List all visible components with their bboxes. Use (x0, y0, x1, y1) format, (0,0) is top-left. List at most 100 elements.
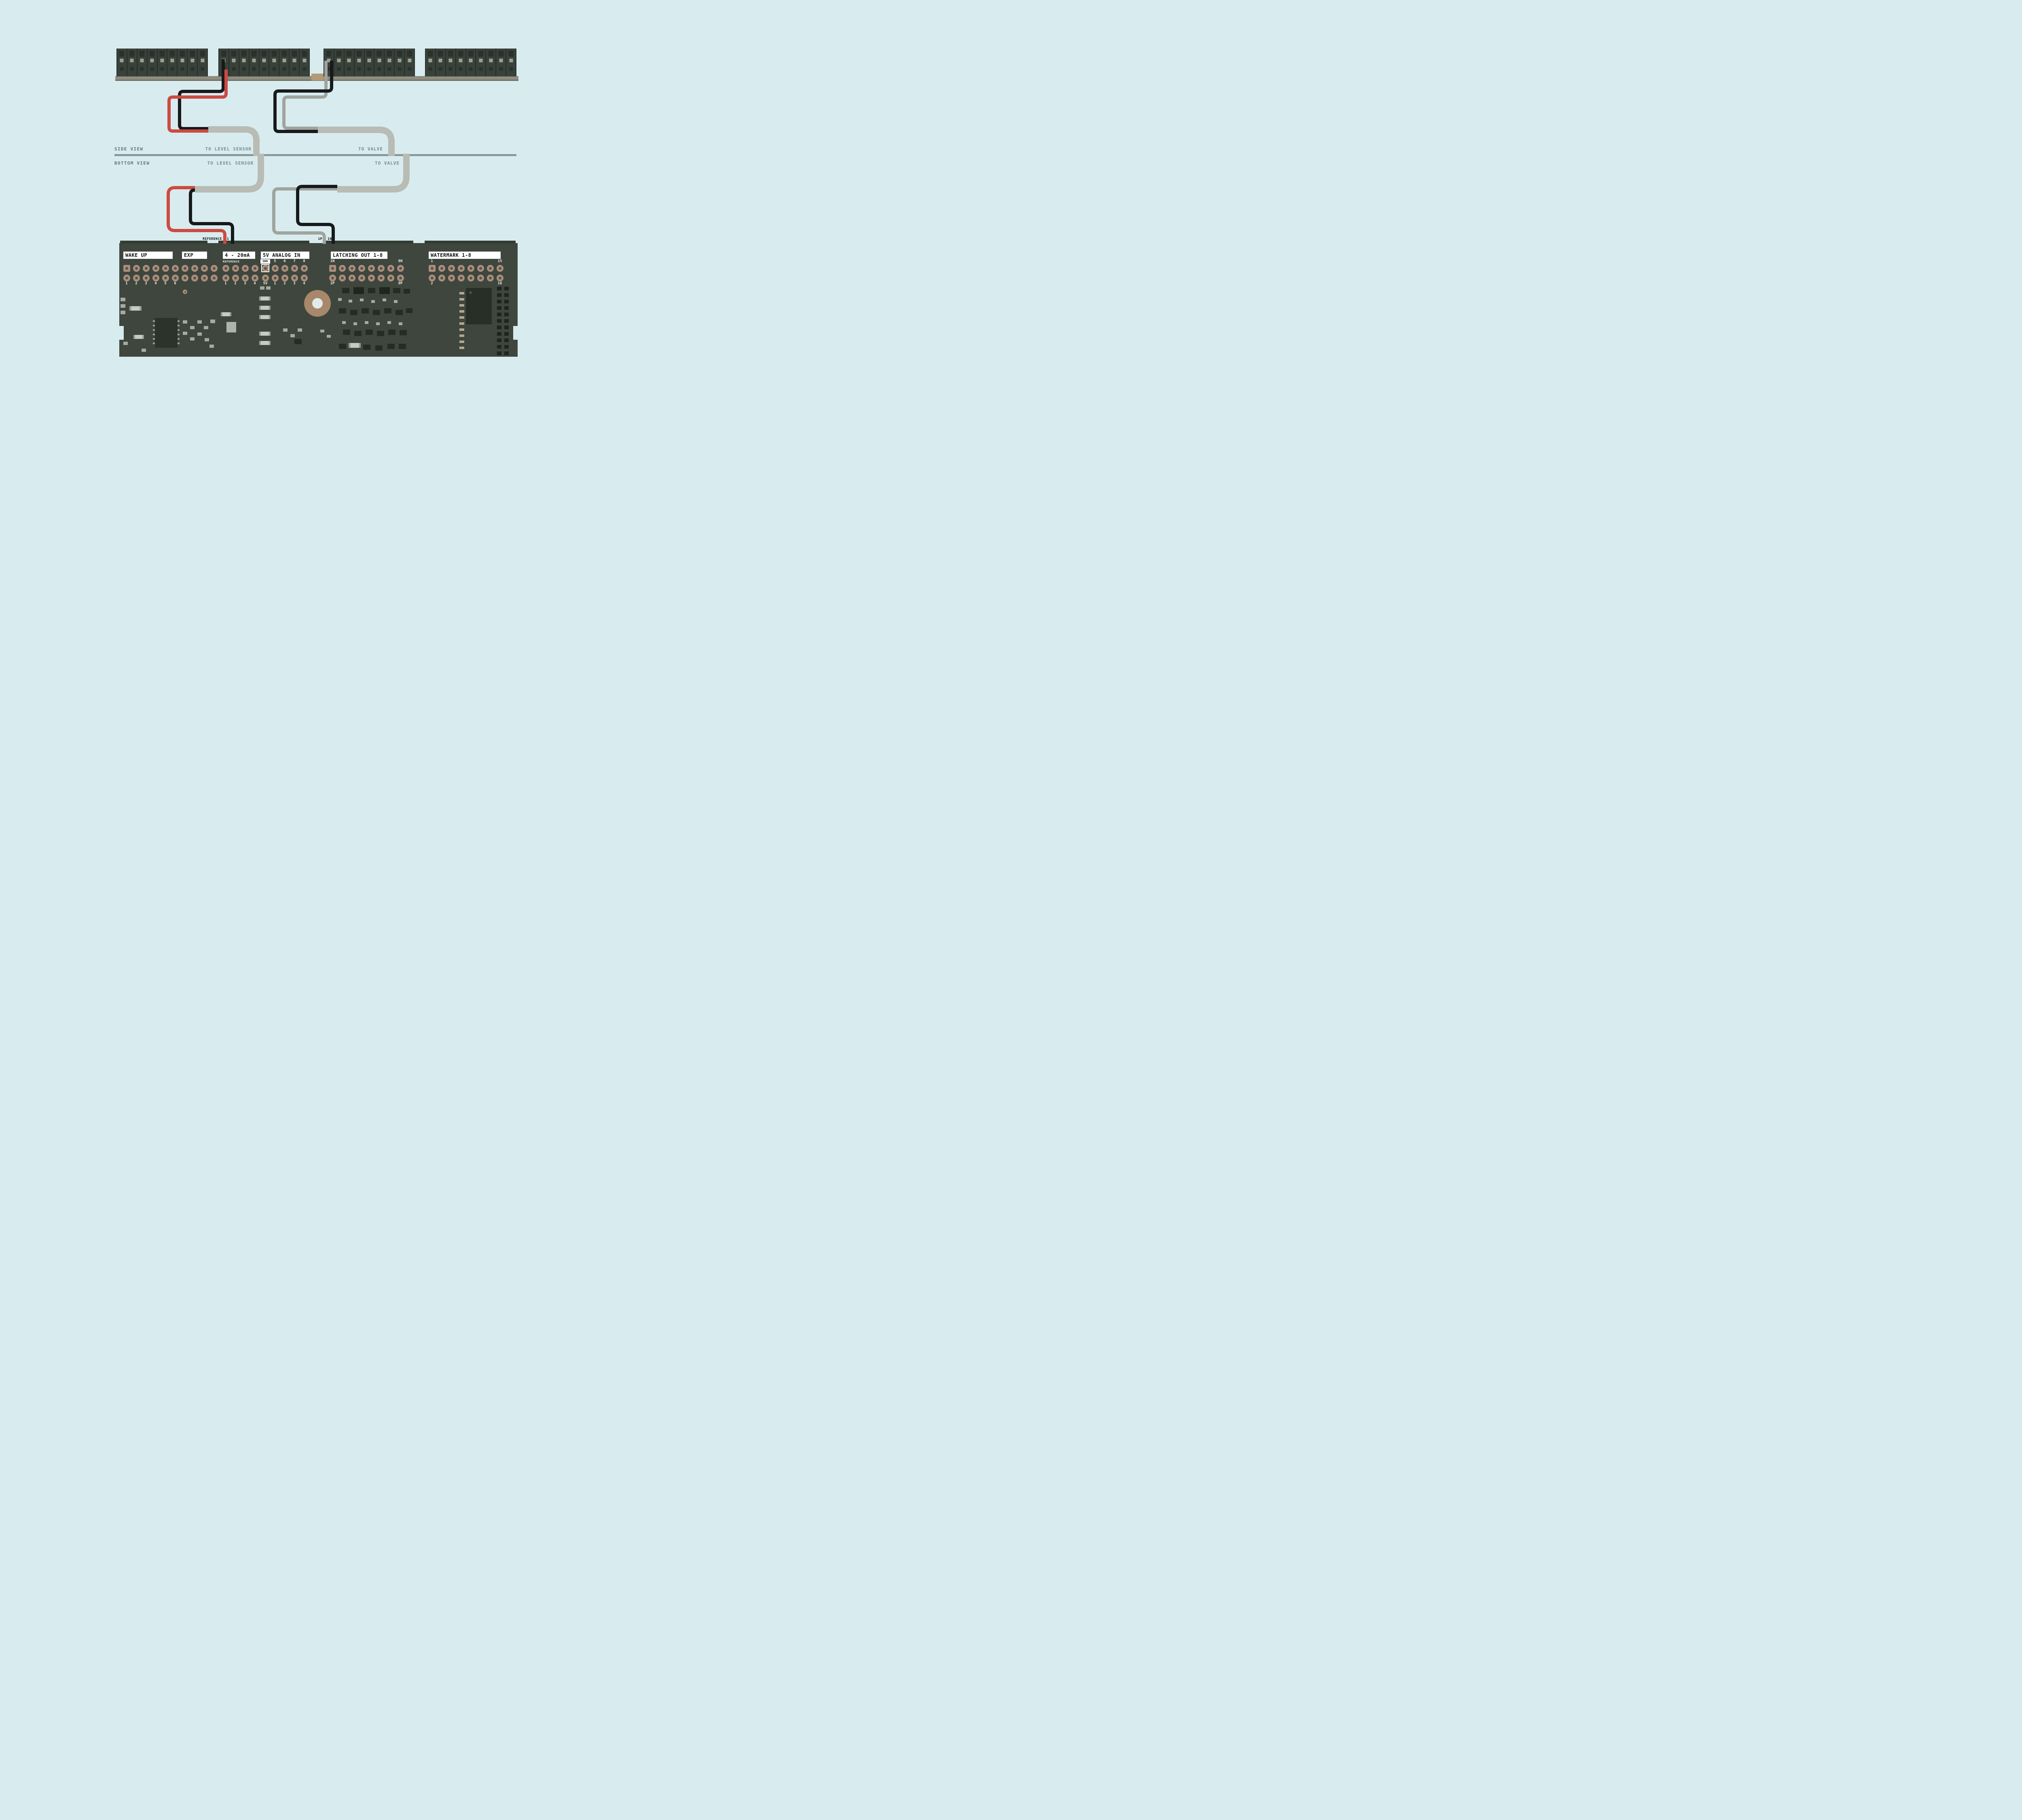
pin-analog-top-5 (300, 265, 308, 272)
pin-analog-top-1 (262, 265, 269, 272)
terminal-unit (426, 49, 435, 76)
terminal-unit (219, 49, 228, 76)
smd-chip (388, 330, 396, 335)
solder-pad (459, 316, 464, 319)
pin-bottom-label-analog-1: 5V (263, 281, 268, 286)
terminal-unit (476, 49, 486, 76)
pin-analog-bottom-5 (300, 274, 308, 281)
pin-bottom-label-wakeup-4: 4 (154, 281, 157, 286)
solder-pad (190, 326, 195, 329)
smd-chip (362, 308, 369, 313)
smd-resistor (259, 306, 271, 310)
board-edge-notch (513, 326, 518, 340)
header-pin (504, 299, 509, 304)
smd-component (226, 322, 236, 332)
pin-latching-bottom-5 (368, 274, 375, 281)
sensor-black-wire-bottom (189, 188, 234, 244)
pin-exp-top-4 (210, 265, 218, 272)
solder-pad (260, 286, 264, 290)
smd-chip (387, 344, 395, 349)
smd-chip (368, 288, 375, 293)
wiring-diagram-canvas: SIDE VIEW TO LEVEL SENSOR TO VALVE BOTTO… (0, 0, 634, 357)
section-label-latching: LATCHING OUT 1-8 (331, 252, 387, 259)
pin-watermark-bottom-7 (486, 274, 494, 281)
solder-pad (360, 298, 364, 301)
header-pin (504, 293, 509, 297)
pin-analog-bottom-1 (262, 274, 269, 281)
pin-latching-bottom-8 (397, 274, 404, 281)
pin-bottom-label-analog-5: 4 (303, 281, 305, 286)
side-sensor-annotation: TO LEVEL SENSOR (205, 146, 252, 152)
pin-top-label-latching-1: 1N (330, 259, 335, 263)
smd-chip (350, 310, 357, 315)
terminal-unit (374, 49, 384, 76)
pin-wakeup-top-4 (152, 265, 159, 272)
pin-exp-bottom-4 (210, 274, 218, 281)
terminal-unit (188, 49, 197, 76)
pin-exp-top-3 (201, 265, 208, 272)
solder-pad (371, 300, 375, 303)
pin-analog-bottom-3 (281, 274, 288, 281)
smd-chip (339, 344, 346, 349)
pin-latching-bottom-7 (387, 274, 394, 281)
pin-watermark-top-8 (496, 265, 503, 272)
solder-pad (121, 298, 125, 301)
wire-tag-1: 1 (227, 237, 229, 241)
gnd-pin-box (261, 264, 269, 272)
terminal-unit (354, 49, 364, 76)
bottom-valve-annotation: TO VALVE (375, 161, 400, 166)
terminal-unit (239, 49, 249, 76)
solder-pad (183, 332, 187, 335)
pin-latching-top-5 (368, 265, 375, 272)
solder-pad (204, 326, 208, 329)
pin-latching-top-6 (377, 265, 385, 272)
pin-top-label-watermark-1: 1 (431, 259, 433, 263)
solder-pad (121, 304, 125, 308)
solder-pad (459, 347, 464, 349)
pin-analog-bottom-2 (271, 274, 279, 281)
pin-watermark-bottom-5 (467, 274, 474, 281)
pin-latching-top-4 (358, 265, 365, 272)
solder-pad (399, 322, 402, 325)
pin-latching-bottom-1 (329, 274, 336, 281)
pin-wakeup-top-6 (171, 265, 179, 272)
board-top-strip (218, 241, 309, 243)
pin-bottom-label-ref420-2: 2 (234, 281, 237, 286)
solder-pad (365, 321, 368, 324)
section-label-ref420: 4 - 20mA (223, 252, 255, 259)
terminal-block-group (218, 49, 310, 76)
solder-pad (394, 300, 398, 303)
smd-resistor (259, 315, 271, 319)
pin-watermark-top-6 (477, 265, 484, 272)
solder-pad (338, 298, 342, 301)
terminal-unit (198, 49, 207, 76)
terminal-unit (147, 49, 157, 76)
solder-pad (459, 310, 464, 313)
pin-bottom-label-ref420-3: 3 (244, 281, 246, 286)
pin-analog-top-4 (291, 265, 298, 272)
smd-resistor (259, 341, 271, 345)
solder-pad (353, 322, 357, 325)
smd-chip (373, 310, 380, 315)
pin-wakeup-bottom-5 (162, 274, 169, 281)
pin-latching-bottom-2 (338, 274, 346, 281)
smd-chip (379, 287, 390, 294)
wire-tag-1p: 1P (318, 237, 322, 241)
terminal-unit (279, 49, 289, 76)
terminal-unit (259, 49, 269, 76)
terminal-unit (300, 49, 309, 76)
terminal-unit (344, 49, 354, 76)
terminal-unit (405, 49, 415, 76)
pin-ref420-bottom-4 (251, 274, 258, 281)
terminal-block-group (324, 49, 415, 76)
section-label-exp: EXP (182, 252, 207, 259)
header-pin (497, 286, 502, 291)
valve-cable-bottom (337, 154, 410, 193)
solder-pad (459, 334, 464, 337)
solder-pad (383, 298, 386, 301)
pin-bottom-label-wakeup-1: 1 (125, 281, 128, 286)
side-valve-annotation: TO VALVE (358, 146, 383, 152)
header-pin (504, 345, 509, 349)
toroid-inductor (304, 290, 331, 317)
pin-wakeup-top-3 (142, 265, 150, 272)
